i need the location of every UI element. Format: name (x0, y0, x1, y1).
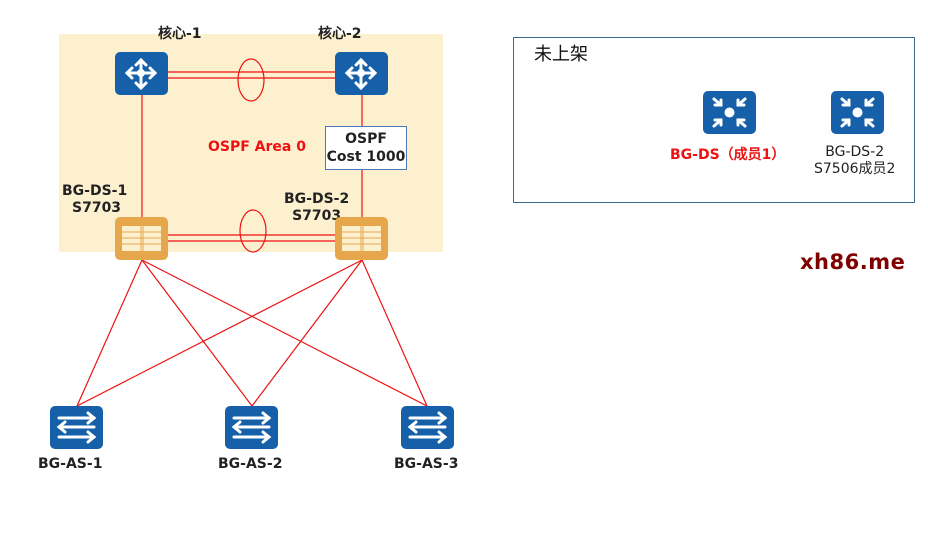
not-racked-title: 未上架 (534, 44, 588, 65)
ds2-model: S7703 (292, 208, 342, 224)
cost-line2: Cost 1000 (326, 149, 406, 165)
ds1-name: BG-DS-1 (62, 183, 128, 199)
cost-line1: OSPF (345, 131, 387, 147)
switch-arrows-icon (407, 411, 448, 444)
link-ds2-as3 (361, 259, 428, 407)
switch-arrows-icon (231, 411, 272, 444)
stack-switch-member2[interactable] (831, 91, 884, 134)
access-switch-as3[interactable] (401, 406, 454, 449)
switch-arrows-icon (56, 411, 97, 444)
link-ds2-as1 (76, 259, 363, 407)
chassis-icon (122, 226, 161, 251)
ds1-model: S7703 (72, 200, 122, 216)
stack-switch-member1[interactable] (703, 91, 756, 134)
router-core2[interactable] (335, 52, 388, 95)
member1-label: BG-DS（成员1） (670, 147, 786, 163)
chassis-switch-ds2[interactable] (335, 217, 388, 260)
stack-converge-icon (840, 97, 875, 128)
ds2-name: BG-DS-2 (284, 191, 350, 207)
stack-converge-icon (712, 97, 747, 128)
link-ds1-as3 (141, 259, 428, 407)
link-ds1-as1 (76, 259, 143, 407)
ospf-area-label: OSPF Area 0 (208, 139, 306, 155)
ds2-label: BG-DS-2 S7703 (284, 191, 349, 225)
router-icon (344, 57, 378, 91)
as1-label: BG-AS-1 (38, 456, 103, 472)
ospf-cost-box: OSPF Cost 1000 (325, 126, 407, 170)
core2-label: 核心-2 (318, 26, 362, 42)
as3-label: BG-AS-3 (394, 456, 459, 472)
member2-name: BG-DS-2 (825, 144, 885, 160)
access-switch-as2[interactable] (225, 406, 278, 449)
as2-label: BG-AS-2 (218, 456, 283, 472)
access-switch-as1[interactable] (50, 406, 103, 449)
not-racked-panel: 未上架 (513, 37, 915, 203)
link-ds2-as2 (251, 259, 363, 407)
router-icon (124, 57, 158, 91)
eth-trunk-core-ellipse (237, 58, 265, 102)
chassis-switch-ds1[interactable] (115, 217, 168, 260)
eth-trunk-ds-ellipse (239, 209, 267, 253)
watermark: xh86.me (800, 250, 906, 274)
member2-label: BG-DS-2 S7506成员2 (814, 144, 895, 178)
ds1-label: BG-DS-1 S7703 (62, 183, 127, 217)
member2-model: S7506成员2 (814, 161, 896, 177)
link-ds1-as2 (141, 259, 253, 407)
chassis-icon (342, 226, 381, 251)
core1-label: 核心-1 (158, 26, 202, 42)
router-core1[interactable] (115, 52, 168, 95)
